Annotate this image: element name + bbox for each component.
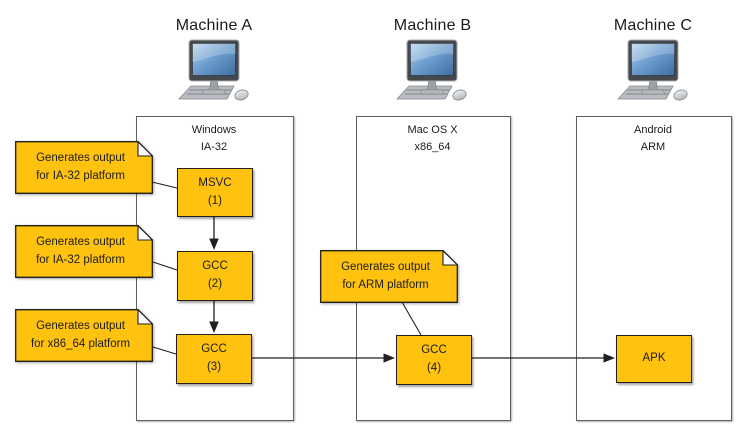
machine-b-title: Machine B <box>393 17 472 34</box>
machine-b-computer-icon <box>395 39 469 103</box>
note-text: Generates output for x86_64 platform <box>30 320 131 350</box>
note-shape <box>15 225 153 278</box>
process-box-msvc-1: MSVC (1) <box>177 168 253 217</box>
process-box-gcc-3: GCC (3) <box>176 334 252 384</box>
note-text: Generates output for IA-32 platform <box>36 152 125 182</box>
machine-a-title: Machine A <box>175 17 253 34</box>
note-shape <box>320 250 458 303</box>
note-shape <box>15 141 153 194</box>
note-ia32-output-2: Generates output for IA-32 platform <box>15 225 153 278</box>
note-x86-64-output: Generates output for x86_64 platform <box>15 309 153 362</box>
note-text: Generates output for IA-32 platform <box>36 236 125 266</box>
machine-c-computer-icon <box>616 39 690 103</box>
note-shape <box>15 309 153 362</box>
process-box-gcc-2: GCC (2) <box>177 251 253 301</box>
machine-c-os-label: Android ARM <box>634 124 672 153</box>
machine-c-title: Machine C <box>613 17 693 34</box>
note-text: Generates output for ARM platform <box>341 261 430 291</box>
process-box-gcc-4: GCC (4) <box>396 335 472 385</box>
note-ia32-output-1: Generates output for IA-32 platform <box>15 141 153 194</box>
machine-a-os-label: Windows IA-32 <box>191 124 237 153</box>
process-box-apk: APK <box>616 335 692 383</box>
machine-c-container <box>576 116 732 421</box>
machine-a-computer-icon <box>177 39 251 103</box>
note-arm-output: Generates output for ARM platform <box>320 250 458 303</box>
machine-b-os-label: Mac OS X x86_64 <box>407 124 458 153</box>
